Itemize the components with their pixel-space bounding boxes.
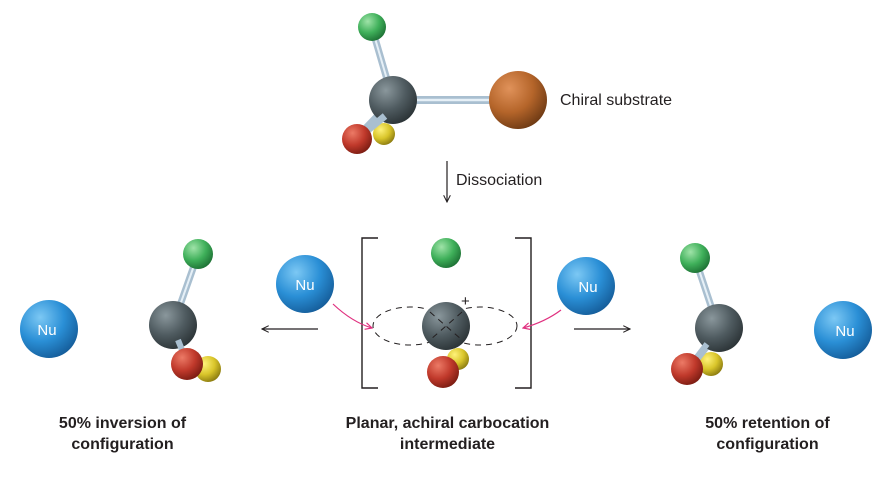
orbital-overlap-lines — [429, 311, 463, 341]
nucleophile-left: Nu — [276, 255, 334, 313]
green-substituent-atom — [431, 238, 461, 268]
nucleophile-label: Nu — [835, 323, 854, 340]
retention-product-molecule: Nu — [671, 243, 872, 385]
carbon-atom — [149, 301, 197, 349]
intermediate-caption: Planar, achiral carbocation intermediate — [325, 413, 570, 455]
intermediate-caption-line2: intermediate — [399, 436, 496, 453]
red-substituent-atom — [342, 124, 372, 154]
yellow-substituent-atom — [373, 123, 395, 145]
bond — [365, 113, 388, 133]
green-substituent-atom — [358, 13, 386, 41]
retention-caption-line2: configuration — [716, 436, 819, 453]
carbocation-intermediate: + — [361, 237, 532, 389]
nucleophile-atom — [814, 301, 872, 359]
retention-caption-line1: 50% retention of — [705, 415, 830, 432]
nucleophile-atom — [557, 257, 615, 315]
yellow-substituent-atom — [699, 352, 723, 376]
substrate-label: Chiral substrate — [560, 92, 673, 109]
carbon-atom — [695, 304, 743, 352]
carbon-atom — [422, 302, 470, 350]
nucleophile-right: Nu — [557, 257, 615, 315]
nucleophile-atom — [276, 255, 334, 313]
leaving-group-atom — [489, 71, 547, 129]
nucleophile-label: Nu — [578, 279, 597, 296]
inversion-caption-line1: 50% inversion of — [58, 415, 187, 432]
nucleophile-label: Nu — [295, 277, 314, 294]
nucleophile-label: Nu — [37, 322, 56, 339]
carbon-atom — [369, 76, 417, 124]
red-substituent-atom — [671, 353, 703, 385]
red-substituent-atom — [171, 348, 203, 380]
dissociation-label: Dissociation — [456, 172, 543, 189]
retention-caption: 50% retention of configuration — [665, 413, 870, 455]
right-bracket — [515, 237, 532, 389]
red-substituent-atom — [427, 356, 459, 388]
inversion-caption-line2: configuration — [71, 436, 174, 453]
attack-arrow-right — [523, 309, 562, 328]
positive-charge: + — [461, 293, 470, 310]
left-bracket — [361, 237, 378, 389]
green-substituent-atom — [183, 239, 213, 269]
nucleophile-atom — [20, 300, 78, 358]
inversion-product-molecule: Nu — [20, 239, 221, 382]
inversion-caption: 50% inversion of configuration — [20, 413, 225, 455]
green-substituent-atom — [680, 243, 710, 273]
attack-arrow-left — [332, 303, 372, 328]
chiral-substrate-molecule — [342, 13, 547, 154]
intermediate-caption-line1: Planar, achiral carbocation — [345, 415, 550, 432]
